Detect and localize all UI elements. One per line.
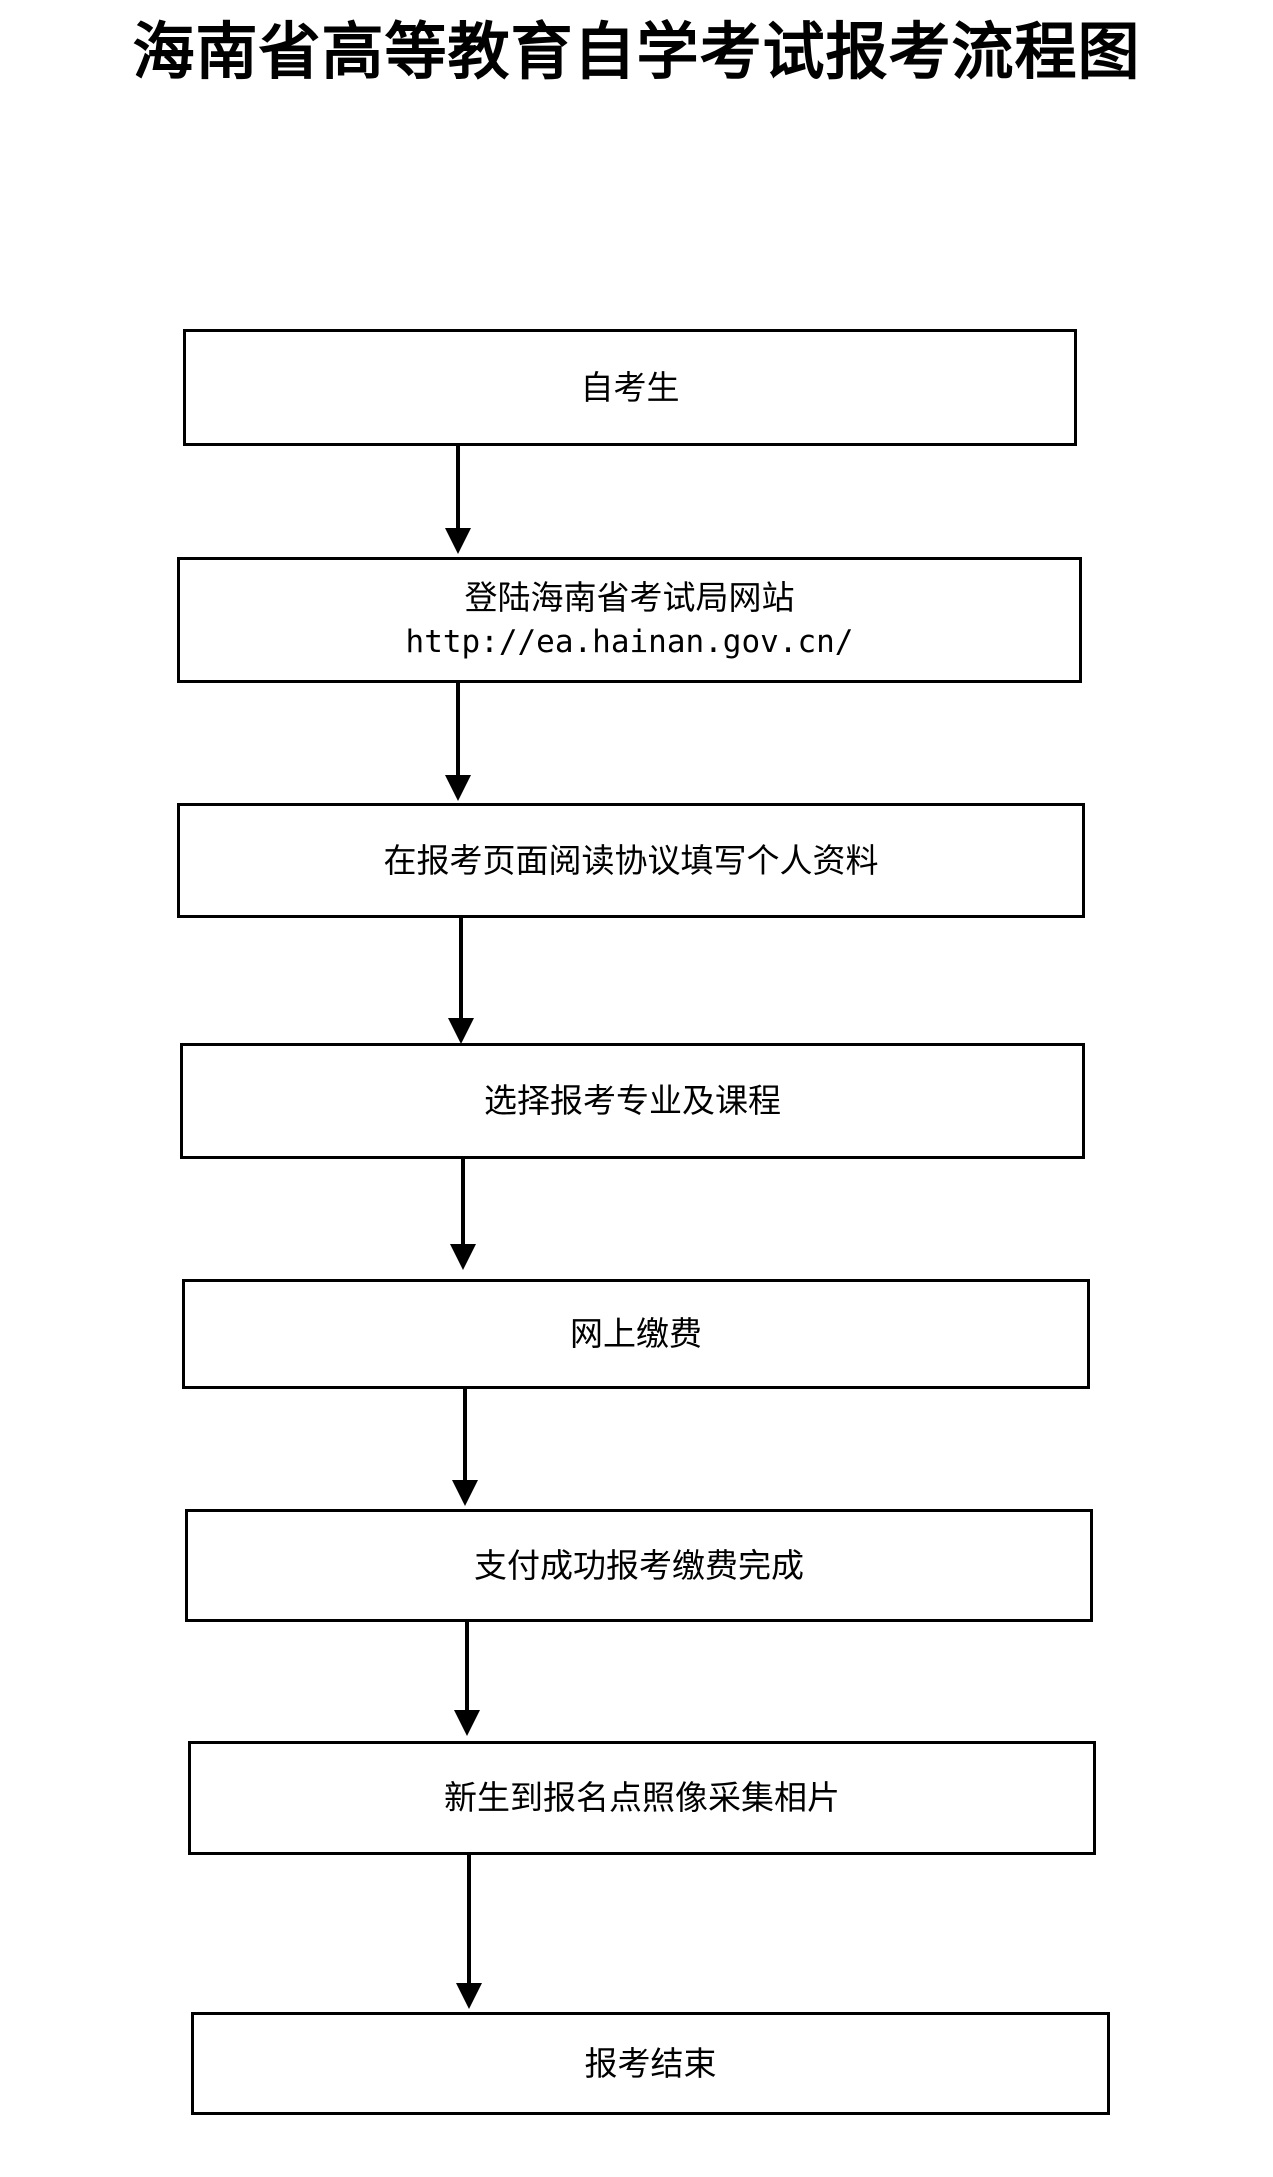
flow-node-1: 自考生 — [183, 329, 1077, 446]
flow-node-6: 支付成功报考缴费完成 — [185, 1509, 1093, 1622]
flow-node-3: 在报考页面阅读协议填写个人资料 — [177, 803, 1085, 918]
flow-node-4: 选择报考专业及课程 — [180, 1043, 1085, 1159]
flow-node-7-line-1: 新生到报名点照像采集相片 — [444, 1778, 840, 1817]
flow-edge-6-7-stem — [465, 1622, 469, 1712]
flow-edge-1-2-arrowhead — [445, 528, 471, 554]
flow-edge-6-7-arrowhead — [454, 1710, 480, 1736]
flow-node-6-line-1: 支付成功报考缴费完成 — [474, 1545, 804, 1585]
flow-edge-4-5-arrowhead — [450, 1244, 476, 1270]
flow-node-5: 网上缴费 — [182, 1279, 1090, 1389]
flow-node-1-line-1: 自考生 — [580, 367, 680, 407]
flow-edge-2-3-arrowhead — [445, 775, 471, 801]
flow-node-7: 新生到报名点照像采集相片 — [188, 1741, 1096, 1855]
flow-node-8: 报考结束 — [191, 2012, 1110, 2115]
page-title: 海南省高等教育自学考试报考流程图 — [132, 15, 1141, 88]
flow-edge-2-3-stem — [456, 683, 460, 777]
flow-node-2: 登陆海南省考试局网站 http://ea.hainan.gov.cn/ — [177, 557, 1082, 683]
flow-edge-5-6-arrowhead — [452, 1480, 478, 1506]
flow-node-2-line-2: http://ea.hainan.gov.cn/ — [405, 624, 854, 660]
flow-edge-3-4-arrowhead — [448, 1018, 474, 1044]
flow-edge-4-5-stem — [461, 1159, 465, 1246]
flow-edge-5-6-stem — [463, 1389, 467, 1482]
flow-node-4-line-1: 选择报考专业及课程 — [484, 1081, 781, 1120]
flow-node-2-line-1: 登陆海南省考试局网站 — [464, 578, 795, 617]
flow-edge-7-8-stem — [467, 1855, 471, 1985]
flow-node-3-line-1: 在报考页面阅读协议填写个人资料 — [383, 840, 879, 880]
flow-edge-3-4-stem — [459, 918, 463, 1020]
flow-node-8-line-1: 报考结束 — [584, 2043, 717, 2083]
flow-edge-1-2-stem — [456, 446, 460, 530]
flow-edge-7-8-arrowhead — [456, 1983, 482, 2009]
flow-node-5-line-1: 网上缴费 — [570, 1314, 702, 1353]
